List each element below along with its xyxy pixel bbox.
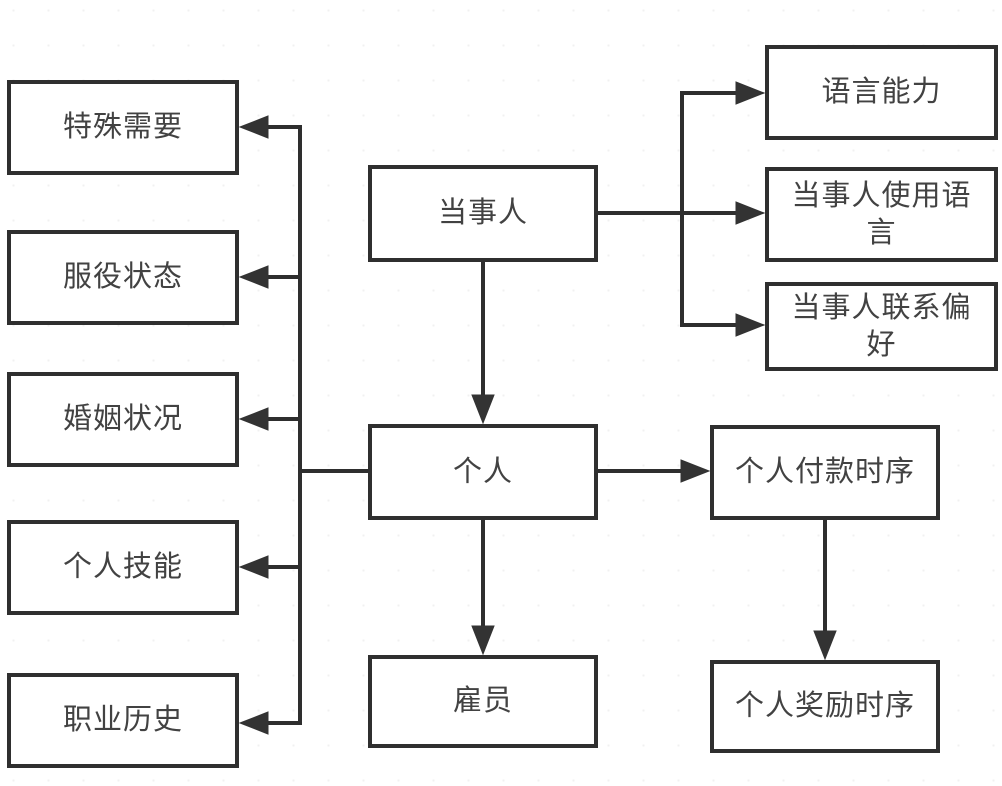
node-label: 婚姻状况 xyxy=(62,403,183,436)
node-personal-reward-sequence[interactable]: 个人奖励时序 xyxy=(710,660,940,753)
node-language-ability[interactable]: 语言能力 xyxy=(765,45,998,140)
node-label: 个人付款时序 xyxy=(734,456,915,489)
node-party-used-language[interactable]: 当事人使用语 言 xyxy=(765,167,998,262)
node-label: 当事人联系偏 好 xyxy=(791,292,972,361)
edge-party-to-right-attributes xyxy=(598,81,766,337)
node-party-contact-preference[interactable]: 当事人联系偏 好 xyxy=(765,282,998,371)
node-individual[interactable]: 个人 xyxy=(368,424,598,520)
node-label: 特殊需要 xyxy=(62,111,183,144)
edge-individual-to-payment-sequence xyxy=(598,459,711,483)
node-personal-payment-sequence[interactable]: 个人付款时序 xyxy=(710,425,940,520)
edge-payment-to-reward-sequence xyxy=(813,520,837,661)
node-label: 个人技能 xyxy=(62,551,183,584)
edge-party-to-individual xyxy=(471,262,495,425)
node-label: 职业历史 xyxy=(62,704,183,737)
node-service-status[interactable]: 服役状态 xyxy=(7,230,239,325)
node-label: 语言能力 xyxy=(821,76,942,109)
node-party[interactable]: 当事人 xyxy=(368,165,598,262)
edge-individual-to-left-attributes xyxy=(238,115,368,735)
node-employee[interactable]: 雇员 xyxy=(368,655,598,748)
node-label: 服役状态 xyxy=(62,261,183,294)
node-personal-skills[interactable]: 个人技能 xyxy=(7,520,239,615)
node-label: 雇员 xyxy=(452,685,513,718)
node-marital-status[interactable]: 婚姻状况 xyxy=(7,372,239,467)
node-label: 当事人 xyxy=(437,197,528,230)
node-label: 个人奖励时序 xyxy=(734,690,915,723)
node-occupational-history[interactable]: 职业历史 xyxy=(7,673,239,768)
node-special-needs[interactable]: 特殊需要 xyxy=(7,80,239,175)
node-label: 当事人使用语 言 xyxy=(791,180,972,249)
edge-individual-to-employee xyxy=(471,520,495,656)
node-label: 个人 xyxy=(452,455,513,488)
